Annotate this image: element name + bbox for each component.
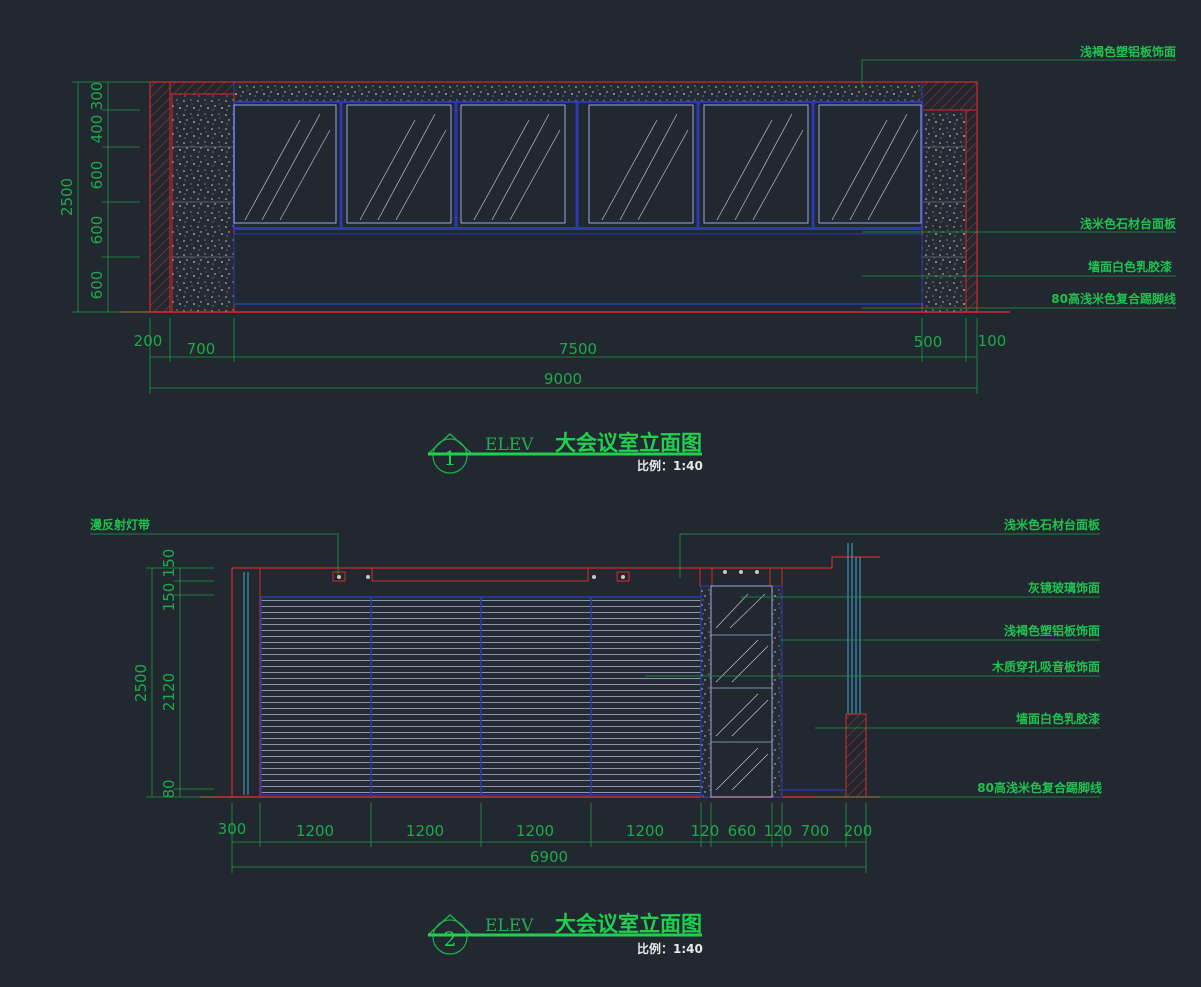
elev2-hdim-total: 6900 — [530, 848, 568, 866]
elev2-outline — [232, 556, 880, 569]
elev2-hdim-seg: 1200 — [516, 822, 554, 840]
elev1-hdim-seg: 500 — [914, 333, 943, 351]
elev1-note: 浅米色石材台面板 — [1080, 216, 1177, 231]
elev2-title: 大会议室立面图 — [555, 912, 702, 936]
elev2-hdim-seg: 300 — [218, 820, 247, 838]
elev2-scale: 比例：1:40 — [637, 941, 703, 956]
elev1-note: 浅褐色塑铝板饰面 — [1080, 44, 1176, 59]
left-stone-column — [171, 93, 235, 313]
elev2-vdim-total: 2500 — [132, 664, 150, 702]
elev1-title: 大会议室立面图 — [555, 431, 702, 455]
top-right-hatch — [921, 81, 978, 111]
elev2-hdim-seg: 1200 — [296, 822, 334, 840]
right-jamb-stone — [771, 585, 783, 798]
left-curtain — [243, 572, 249, 795]
elev2-note: 浅米色石材台面板 — [1004, 517, 1101, 532]
window-panes — [233, 104, 922, 224]
elev1-vdim-seg: 400 — [88, 115, 106, 144]
elev2-vdim-seg: 2120 — [160, 673, 178, 711]
mirror-glass-panel — [710, 585, 773, 798]
elev1-number: 1 — [444, 446, 457, 470]
lower-wall-panel — [233, 233, 923, 305]
elev1-hdim-seg: 100 — [978, 332, 1007, 350]
elevation-1: 2500 300 400 600 600 600 200 700 7500 50… — [58, 44, 1177, 474]
elev1-hdim-total: 9000 — [544, 370, 582, 388]
elev2-note: 墙面白色乳胶漆 — [1016, 711, 1100, 726]
elev1-vdim-total: 2500 — [58, 178, 76, 216]
elev1-vdim-seg: 300 — [88, 82, 106, 111]
right-wall-hatch-2 — [845, 713, 867, 798]
elev1-outline — [149, 81, 978, 313]
mirror-reflections — [715, 593, 769, 791]
elev1-hdim-seg: 200 — [134, 332, 163, 350]
right-window — [847, 543, 861, 714]
elev2-hdim-seg: 120 — [764, 822, 793, 840]
elev1-title-block: 1 ELEV 大会议室立面图 比例：1:40 — [427, 431, 703, 474]
elev2-note: 浅褐色塑铝板饰面 — [1004, 623, 1100, 638]
elev2-number: 2 — [444, 927, 457, 951]
elev1-hdim-seg: 7500 — [559, 340, 597, 358]
elev2-note-left: 漫反射灯带 — [90, 517, 150, 532]
elev1-scale: 比例：1:40 — [637, 458, 703, 473]
elev2-hdim-seg: 1200 — [406, 822, 444, 840]
elev2-tag: ELEV — [485, 916, 534, 936]
elev1-hdim-seg: 700 — [187, 340, 216, 358]
glass-reflections — [244, 113, 919, 221]
right-wall-hatch — [965, 109, 978, 313]
elev2-title-block: 2 ELEV 大会议室立面图 比例：1:40 — [427, 912, 703, 956]
elev2-vdim-seg: 80 — [160, 779, 178, 798]
soffit-stone-band — [233, 81, 923, 103]
left-jamb-stone — [700, 585, 712, 798]
elev1-tag: ELEV — [485, 435, 534, 455]
elev2-hdim-seg: 1200 — [626, 822, 664, 840]
elev2-note: 木质穿孔吸音板饰面 — [991, 659, 1100, 674]
elev1-vdim-seg: 600 — [88, 216, 106, 245]
elev2-hdim-seg: 700 — [801, 822, 830, 840]
elev1-note: 墙面白色乳胶漆 — [1088, 259, 1172, 274]
right-stone-column — [921, 109, 967, 313]
elev1-vdim-seg: 600 — [88, 271, 106, 300]
elevation-2: 2500 150 150 2120 80 300 1200 1200 1200 … — [90, 517, 1102, 956]
elev1-vdim-seg: 600 — [88, 161, 106, 190]
top-left-hatch — [169, 81, 235, 95]
elev2-hdim-seg: 200 — [844, 822, 873, 840]
elev2-hdim-seg: 660 — [728, 822, 757, 840]
elev2-note: 80高浅米色复合踢脚线 — [977, 780, 1102, 795]
elev2-vdim-seg: 150 — [160, 549, 178, 578]
light-cove — [332, 567, 783, 587]
elev1-note: 80高浅米色复合踢脚线 — [1051, 291, 1176, 306]
elev2-vdim-seg: 150 — [160, 583, 178, 612]
left-wall-hatch — [149, 81, 171, 313]
elev2-note: 灰镜玻璃饰面 — [1028, 580, 1100, 595]
elev2-hdim-seg: 120 — [691, 822, 720, 840]
